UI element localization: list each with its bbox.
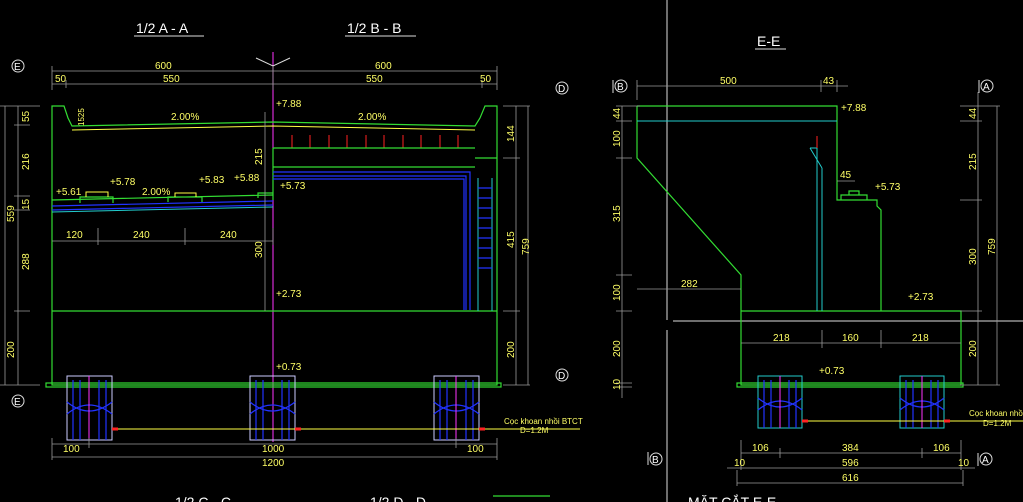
axis-mark-b-icon: B: [612, 79, 628, 93]
dim: 106: [933, 443, 950, 454]
svg-text:A: A: [982, 455, 989, 466]
dim: 44: [968, 107, 979, 119]
elevation-label: +5.78: [110, 177, 136, 188]
dim: 218: [773, 333, 790, 344]
title-e-e: E-E: [757, 33, 780, 49]
dim: 596: [842, 458, 859, 469]
slope-label: 2.00%: [142, 187, 170, 198]
pile-diameter: D=1.2M: [983, 419, 1012, 428]
section-a-b: 1/2 A - A 1/2 B - B 600 600 50 550 550 5…: [0, 20, 583, 502]
dim: 160: [842, 333, 859, 344]
dim: 759: [987, 238, 998, 255]
dim: 240: [220, 230, 237, 241]
slope-label: 2.00%: [171, 112, 199, 123]
dim: 10: [734, 458, 746, 469]
dim: 10: [612, 378, 623, 390]
title-d-d: 1/2 D - D: [370, 494, 426, 502]
dim: 300: [968, 248, 979, 265]
title-a-a: 1/2 A - A: [136, 20, 189, 36]
dim: 100: [467, 444, 484, 455]
dim: 215: [254, 148, 265, 165]
dim: 415: [506, 231, 517, 248]
dim: 50: [55, 74, 67, 85]
dim: 1525: [77, 108, 86, 126]
dim: 550: [366, 74, 383, 85]
dim: 106: [752, 443, 769, 454]
axis-mark-d-icon: D: [555, 368, 569, 382]
dim: 45: [840, 170, 852, 181]
svg-text:E: E: [14, 62, 21, 73]
elevation-label: +2.73: [276, 289, 302, 300]
title-b-b: 1/2 B - B: [347, 20, 401, 36]
dim: 550: [163, 74, 180, 85]
svg-text:E: E: [14, 397, 21, 408]
dim: 120: [66, 230, 83, 241]
dim: 55: [21, 110, 32, 122]
elevation-label: +2.73: [908, 292, 934, 303]
dim: 384: [842, 443, 859, 454]
elevation-label: +0.73: [276, 362, 302, 373]
dim: 200: [968, 340, 979, 357]
axis-mark-a-icon: A: [977, 452, 993, 466]
dim: 50: [480, 74, 492, 85]
elevation-label: +7.88: [841, 103, 867, 114]
pile-label: Cọc khoan nhồi: [969, 409, 1023, 418]
dim: 218: [912, 333, 929, 344]
dim: 315: [612, 205, 623, 222]
dim: 43: [823, 76, 835, 87]
dim: 500: [720, 76, 737, 87]
svg-text:B: B: [652, 455, 659, 466]
slope-label: 2.00%: [358, 112, 386, 123]
elevation-label: +5.61: [56, 187, 82, 198]
elevation-label: +5.73: [875, 182, 901, 193]
dim: 759: [521, 238, 532, 255]
elevation-label: +7.88: [276, 99, 302, 110]
axis-mark-d-icon: D: [555, 81, 569, 95]
dim: 100: [63, 444, 80, 455]
svg-text:D: D: [558, 371, 565, 382]
section-e-e: E-E Cọc khoan nhồi D=1.2M 500 43 +7.88 4…: [612, 0, 1023, 502]
dim: 600: [375, 61, 392, 72]
axis-mark-b-icon: B: [647, 452, 663, 466]
dim: 288: [21, 253, 32, 270]
svg-text:B: B: [617, 82, 624, 93]
title-mat-cat-e-e: MẶT CẮT E-E: [688, 493, 776, 502]
dim: 10: [958, 458, 970, 469]
svg-text:D: D: [558, 84, 565, 95]
axis-mark-a-icon: A: [978, 79, 994, 93]
title-c-c: 1/2 C - C: [175, 494, 231, 502]
pile-diameter: D=1.2M: [520, 426, 549, 435]
svg-text:A: A: [983, 82, 990, 93]
dim: 100: [612, 284, 623, 301]
axis-mark-e-icon: E: [11, 59, 25, 73]
dim: 616: [842, 473, 859, 484]
dim: 15: [21, 198, 32, 210]
elevation-label: +0.73: [819, 366, 845, 377]
dim: 200: [506, 341, 517, 358]
dim: 240: [133, 230, 150, 241]
elevation-label: +5.83: [199, 175, 225, 186]
dim: 215: [968, 153, 979, 170]
dim: 144: [506, 125, 517, 142]
dim: 100: [612, 130, 623, 147]
dim: 44: [612, 107, 623, 119]
dim: 216: [21, 153, 32, 170]
dim: 300: [254, 241, 265, 258]
dim: 600: [155, 61, 172, 72]
axis-mark-e-icon: E: [11, 394, 25, 408]
dim: 282: [681, 279, 698, 290]
dim: 559: [6, 205, 17, 222]
dim: 1200: [262, 458, 285, 469]
dim: 1000: [262, 444, 285, 455]
pile-label: Cọc khoan nhồi BTCT: [504, 417, 583, 426]
elevation-label: +5.88: [234, 173, 260, 184]
elevation-label: +5.73: [280, 181, 306, 192]
dim: 200: [612, 340, 623, 357]
girder-stirrups: [291, 135, 459, 148]
dim: 200: [6, 341, 17, 358]
